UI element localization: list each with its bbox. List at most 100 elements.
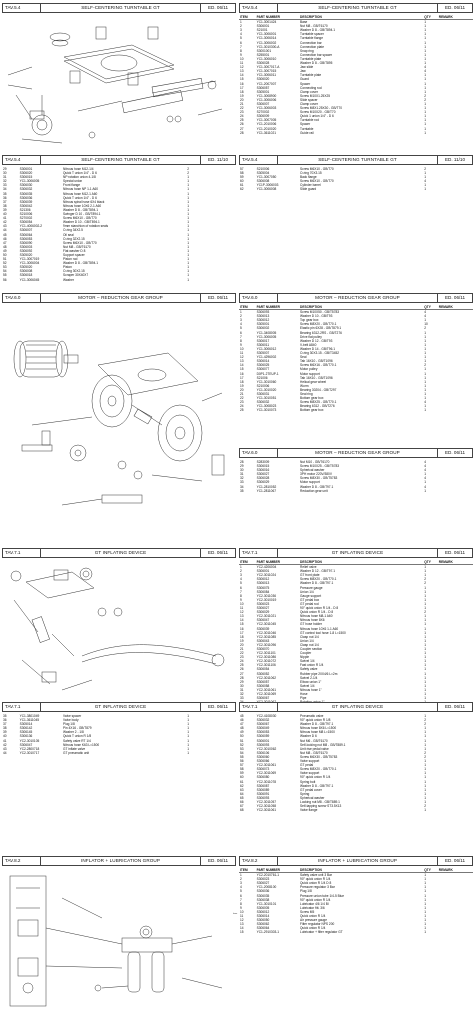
cell-description: Nipple bbox=[300, 655, 310, 660]
cell-qty: 1 bbox=[424, 659, 427, 664]
cell-qty: 1 bbox=[424, 626, 427, 631]
cell-qty: 1 bbox=[187, 269, 190, 274]
cell-item: 3 bbox=[240, 28, 242, 33]
cell-description: Seal bbox=[300, 355, 307, 360]
cell-qty: 1 bbox=[187, 746, 190, 751]
cell-part-number: S305020 bbox=[19, 252, 33, 257]
cell-qty: 1 bbox=[424, 692, 427, 696]
cell-part-number: S306013 bbox=[256, 314, 270, 319]
cell-part-number: S306054 bbox=[256, 667, 270, 672]
tav-number: TAV.7.1 bbox=[240, 703, 278, 711]
cell-qty: 2 bbox=[187, 171, 190, 176]
cell-item: 12 bbox=[240, 610, 244, 615]
cell-item: 66 bbox=[240, 799, 244, 804]
cell-part-number: S21006 bbox=[256, 375, 268, 380]
cell-part-number: YC1-2010006 bbox=[256, 122, 277, 127]
cell-part-number: S306017 bbox=[256, 338, 270, 343]
cell-description: Washer D 8 - GB/T894.1 bbox=[300, 28, 336, 33]
cell-item: 30 bbox=[240, 468, 244, 473]
cell-item: 24 bbox=[240, 114, 244, 119]
cell-part-number: S306092 bbox=[19, 248, 33, 253]
cell-item: 13 bbox=[240, 922, 244, 927]
edition: ED. 06/11 bbox=[207, 295, 229, 300]
cell-qty: 1 bbox=[187, 742, 190, 747]
cell-item: 34 bbox=[3, 187, 7, 192]
cell-item: 7 bbox=[240, 897, 242, 902]
cell-part-number: YC2-3010019 bbox=[256, 597, 277, 602]
cell-qty: 1 bbox=[424, 901, 427, 906]
cell-description: Clasp nut 1/4 bbox=[300, 634, 319, 639]
cell-description: Spacer bbox=[300, 81, 311, 86]
cell-part-number: S306001 bbox=[256, 569, 270, 574]
cell-part-number: S306015 bbox=[256, 464, 270, 469]
cell-qty: 1 bbox=[424, 663, 427, 668]
cell-qty: 4 bbox=[424, 484, 427, 489]
cell-description: Tab 16X10 - GB/T1096 bbox=[300, 359, 333, 364]
cell-qty: 1 bbox=[424, 787, 427, 792]
cell-part-number: YC2-3011057 bbox=[256, 799, 276, 804]
tav-number: TAV.6.0 bbox=[240, 294, 278, 302]
col-qty: QTY bbox=[423, 560, 438, 566]
col-qty: QTY bbox=[423, 15, 438, 21]
edition: ED. 06/11 bbox=[444, 550, 466, 555]
cell-qty: 1 bbox=[424, 738, 427, 743]
edition: ED. 06/11 bbox=[444, 704, 466, 709]
cell-part-number: YC2-3010062 bbox=[256, 746, 277, 751]
cell-qty: 1 bbox=[187, 195, 190, 200]
cell-part-number: S306031 bbox=[256, 391, 270, 396]
cell-part-number: S306039 bbox=[256, 626, 270, 631]
cell-qty: 1 bbox=[424, 20, 427, 25]
edition: ED. 06/11 bbox=[207, 5, 229, 10]
cell-description: O-ring 32X2.15 bbox=[63, 236, 85, 241]
cell-qty: 1 bbox=[187, 734, 190, 739]
cell-description: Washer D 8 - GB/T894.1 bbox=[63, 207, 99, 212]
cell-qty: 1 bbox=[424, 667, 427, 672]
cell-qty: 1 bbox=[424, 472, 427, 477]
cell-item: 14 bbox=[240, 926, 244, 931]
cell-item: 33 bbox=[240, 696, 244, 701]
cell-description: O-ring 30X2.15 bbox=[63, 269, 85, 274]
cell-part-number: YC1-3801049 bbox=[19, 714, 40, 718]
cell-part-number: YC1-4006002-2 bbox=[19, 224, 43, 229]
cell-description: Slide spacer bbox=[300, 97, 318, 102]
edition: ED. 06/11 bbox=[444, 295, 466, 300]
cell-part-number: S306066 bbox=[256, 759, 270, 764]
cell-description: Screw M8X20 - GB/T70.1 bbox=[300, 767, 337, 772]
cell-description: Washer D 10 - GB/T93 bbox=[300, 314, 333, 319]
cell-qty: 1 bbox=[424, 897, 427, 902]
cell-description: Safety valve bbox=[300, 667, 318, 672]
cell-description: Turntable bbox=[300, 126, 314, 131]
cell-description: Swivel 2-1/4 bbox=[300, 675, 318, 680]
cell-item: 59 bbox=[240, 175, 244, 180]
cell-description: Special union bbox=[63, 179, 83, 184]
side-tag: ˡᵉᵛᵉʳ bbox=[233, 912, 238, 916]
cell-qty: 1 bbox=[424, 318, 427, 323]
tav-number: TAV.7.1 bbox=[3, 703, 41, 711]
cell-description: Quick union R 1/4 bbox=[300, 926, 326, 931]
cell-item: 27 bbox=[240, 126, 244, 131]
cell-remark bbox=[201, 278, 236, 282]
cell-description: 90° quick union R 1/4 bbox=[300, 775, 331, 780]
cell-description: Valve body bbox=[63, 718, 79, 723]
cell-part-number: S306020 bbox=[19, 171, 33, 176]
cell-item: 51 bbox=[3, 257, 7, 262]
